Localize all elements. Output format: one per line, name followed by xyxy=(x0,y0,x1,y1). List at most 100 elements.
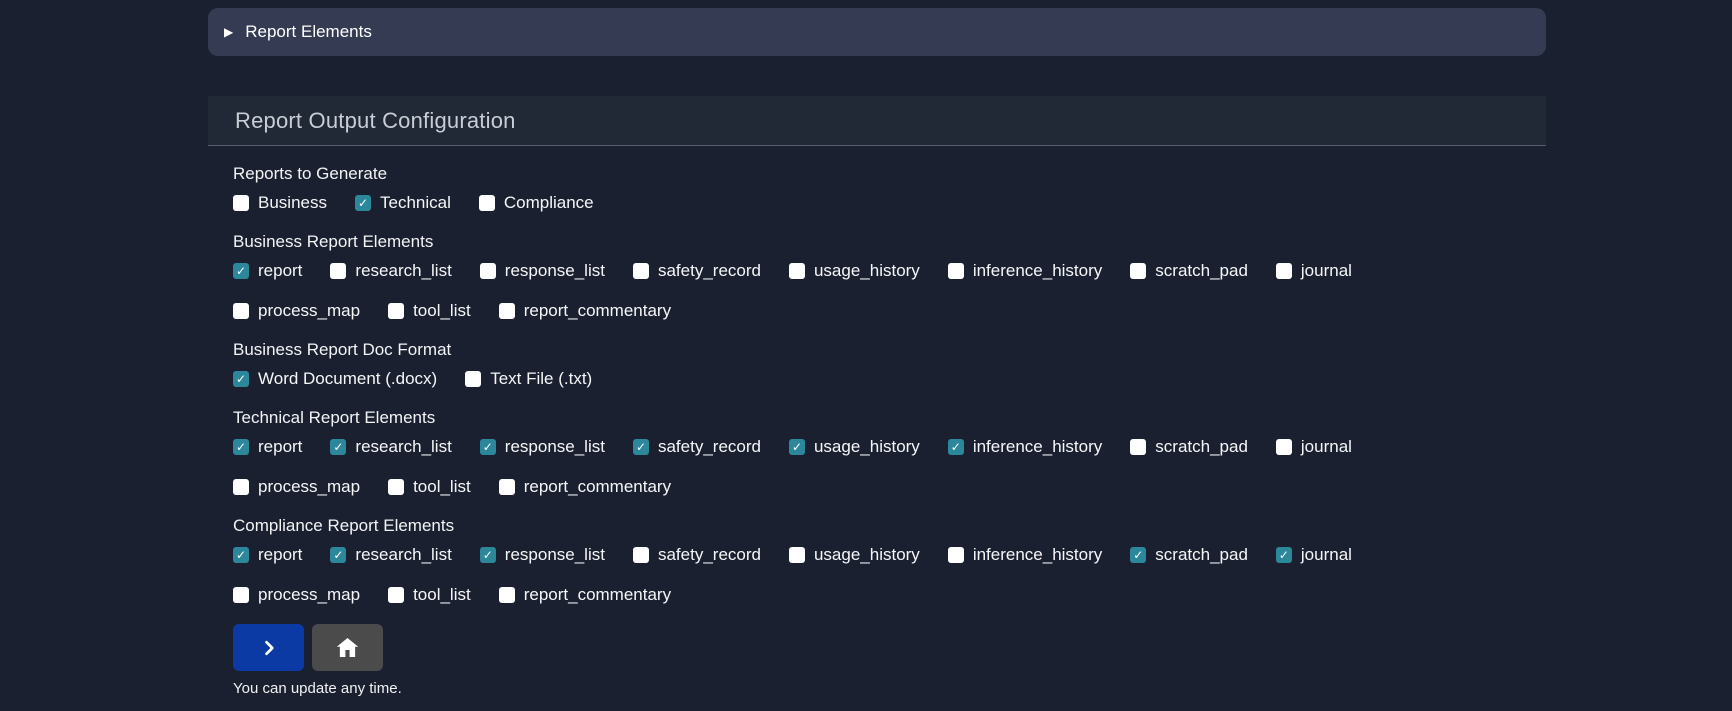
checkbox-option-journal[interactable]: journal xyxy=(1275,261,1352,281)
checkbox-option-report-commentary[interactable]: report_commentary xyxy=(498,477,671,497)
checkbox-unchecked-icon[interactable] xyxy=(330,263,347,279)
checkbox-option-inference-history[interactable]: inference_history xyxy=(947,437,1102,457)
checkbox-option-text-file-txt[interactable]: Text File (.txt) xyxy=(465,369,592,389)
option-label: report xyxy=(258,545,303,564)
checkbox-unchecked-icon[interactable] xyxy=(388,479,405,495)
report-elements-accordion-header[interactable]: ▶ Report Elements xyxy=(208,8,1546,56)
checkbox-option-response-list[interactable]: response_list xyxy=(479,437,605,457)
checkbox-checked-icon[interactable] xyxy=(947,439,964,455)
checkbox-option-scratch-pad[interactable]: scratch_pad xyxy=(1130,545,1248,565)
checkbox-option-journal[interactable]: journal xyxy=(1275,545,1352,565)
option-label: journal xyxy=(1300,437,1352,456)
card-header: Report Output Configuration xyxy=(208,96,1546,146)
checkbox-option-scratch-pad[interactable]: scratch_pad xyxy=(1130,261,1248,281)
checkbox-option-response-list[interactable]: response_list xyxy=(479,261,605,281)
checkbox-checked-icon[interactable] xyxy=(233,439,249,455)
checkbox-checked-icon[interactable] xyxy=(330,547,347,563)
checkbox-option-word-document-docx[interactable]: Word Document (.docx) xyxy=(233,369,437,389)
checkbox-unchecked-icon[interactable] xyxy=(1130,439,1147,455)
next-button[interactable] xyxy=(233,624,304,671)
option-label: response_list xyxy=(504,545,605,564)
checkbox-checked-icon[interactable] xyxy=(330,439,347,455)
checkbox-unchecked-icon[interactable] xyxy=(1275,439,1292,455)
content-container: ▶ Report Elements Report Output Configur… xyxy=(208,0,1546,697)
checkbox-option-inference-history[interactable]: inference_history xyxy=(947,261,1103,281)
checkbox-unchecked-icon[interactable] xyxy=(498,303,515,319)
checkbox-option-process-map[interactable]: process_map xyxy=(233,585,360,605)
checkbox-unchecked-icon[interactable] xyxy=(947,263,964,279)
checkbox-option-usage-history[interactable]: usage_history xyxy=(788,437,920,457)
checkbox-option-report[interactable]: report xyxy=(233,437,302,457)
checkbox-option-tool-list[interactable]: tool_list xyxy=(388,301,471,321)
checkbox-option-response-list[interactable]: response_list xyxy=(479,545,605,565)
option-label: response_list xyxy=(504,437,605,456)
checkbox-option-safety-record[interactable]: safety_record xyxy=(632,545,761,565)
checkbox-unchecked-icon[interactable] xyxy=(498,587,515,603)
checkbox-unchecked-icon[interactable] xyxy=(465,371,482,387)
checkbox-option-compliance[interactable]: Compliance xyxy=(478,193,594,213)
checkbox-unchecked-icon[interactable] xyxy=(632,547,649,563)
checkbox-checked-icon[interactable] xyxy=(788,439,805,455)
checkbox-unchecked-icon[interactable] xyxy=(788,263,805,279)
checkbox-checked-icon[interactable] xyxy=(233,371,249,387)
option-label: safety_record xyxy=(657,437,761,456)
checkbox-unchecked-icon[interactable] xyxy=(233,479,249,495)
checkbox-checked-icon[interactable] xyxy=(1275,547,1292,563)
checkbox-option-safety-record[interactable]: safety_record xyxy=(632,437,761,457)
checkbox-checked-icon[interactable] xyxy=(479,547,496,563)
checkbox-option-report[interactable]: report xyxy=(233,261,302,281)
checkbox-unchecked-icon[interactable] xyxy=(498,479,515,495)
checkbox-checked-icon[interactable] xyxy=(233,547,249,563)
checkbox-option-report-commentary[interactable]: report_commentary xyxy=(498,301,671,321)
checkbox-checked-icon[interactable] xyxy=(479,439,496,455)
option-label: tool_list xyxy=(413,301,471,320)
checkbox-unchecked-icon[interactable] xyxy=(233,587,249,603)
checkbox-unchecked-icon[interactable] xyxy=(632,263,649,279)
option-label: response_list xyxy=(504,261,605,280)
checkbox-unchecked-icon[interactable] xyxy=(479,263,496,279)
option-label: Compliance xyxy=(503,193,594,212)
checkbox-option-technical[interactable]: Technical xyxy=(354,193,451,213)
option-label: Word Document (.docx) xyxy=(258,369,438,388)
chevron-right-icon xyxy=(264,640,274,655)
checkbox-unchecked-icon[interactable] xyxy=(1275,263,1292,279)
checkbox-option-tool-list[interactable]: tool_list xyxy=(388,477,471,497)
checkbox-option-report[interactable]: report xyxy=(233,545,302,565)
checkbox-option-inference-history[interactable]: inference_history xyxy=(947,545,1102,565)
home-button[interactable] xyxy=(312,624,383,671)
checkbox-unchecked-icon[interactable] xyxy=(388,303,405,319)
checkbox-option-process-map[interactable]: process_map xyxy=(233,301,360,321)
checkbox-checked-icon[interactable] xyxy=(1130,547,1147,563)
checkbox-option-scratch-pad[interactable]: scratch_pad xyxy=(1130,437,1248,457)
checkbox-option-process-map[interactable]: process_map xyxy=(233,477,360,497)
checkbox-option-research-list[interactable]: research_list xyxy=(330,545,452,565)
options-row: report research_list response_list safety_r… xyxy=(233,261,1521,321)
checkbox-unchecked-icon[interactable] xyxy=(388,587,405,603)
checkbox-option-research-list[interactable]: research_list xyxy=(330,437,452,457)
checkbox-option-safety-record[interactable]: safety_record xyxy=(632,261,761,281)
checkbox-option-tool-list[interactable]: tool_list xyxy=(388,585,471,605)
checkbox-checked-icon[interactable] xyxy=(233,263,249,279)
option-label: report xyxy=(258,437,303,456)
option-label: report_commentary xyxy=(523,585,672,604)
group-reports-to-generate: Reports to GenerateBusinessTechnicalComp… xyxy=(233,164,1521,213)
checkbox-option-journal[interactable]: journal xyxy=(1275,437,1352,457)
checkbox-unchecked-icon[interactable] xyxy=(947,547,964,563)
checkbox-unchecked-icon[interactable] xyxy=(788,547,805,563)
checkbox-checked-icon[interactable] xyxy=(354,195,371,211)
option-label: scratch_pad xyxy=(1155,545,1248,564)
checkbox-unchecked-icon[interactable] xyxy=(478,195,495,211)
checkbox-option-research-list[interactable]: research_list xyxy=(330,261,452,281)
checkbox-option-business[interactable]: Business xyxy=(233,193,327,213)
option-label: inference_history xyxy=(972,261,1103,280)
checkbox-option-usage-history[interactable]: usage_history xyxy=(788,261,920,281)
checkbox-unchecked-icon[interactable] xyxy=(1130,263,1147,279)
checkbox-option-usage-history[interactable]: usage_history xyxy=(788,545,920,565)
checkbox-option-report-commentary[interactable]: report_commentary xyxy=(498,585,672,605)
options-row: report research_list response_list safety_r… xyxy=(233,437,1521,497)
checkbox-unchecked-icon[interactable] xyxy=(233,195,249,211)
checkbox-unchecked-icon[interactable] xyxy=(233,303,249,319)
checkbox-checked-icon[interactable] xyxy=(632,439,649,455)
option-label: scratch_pad xyxy=(1155,261,1248,280)
option-label: journal xyxy=(1300,261,1352,280)
